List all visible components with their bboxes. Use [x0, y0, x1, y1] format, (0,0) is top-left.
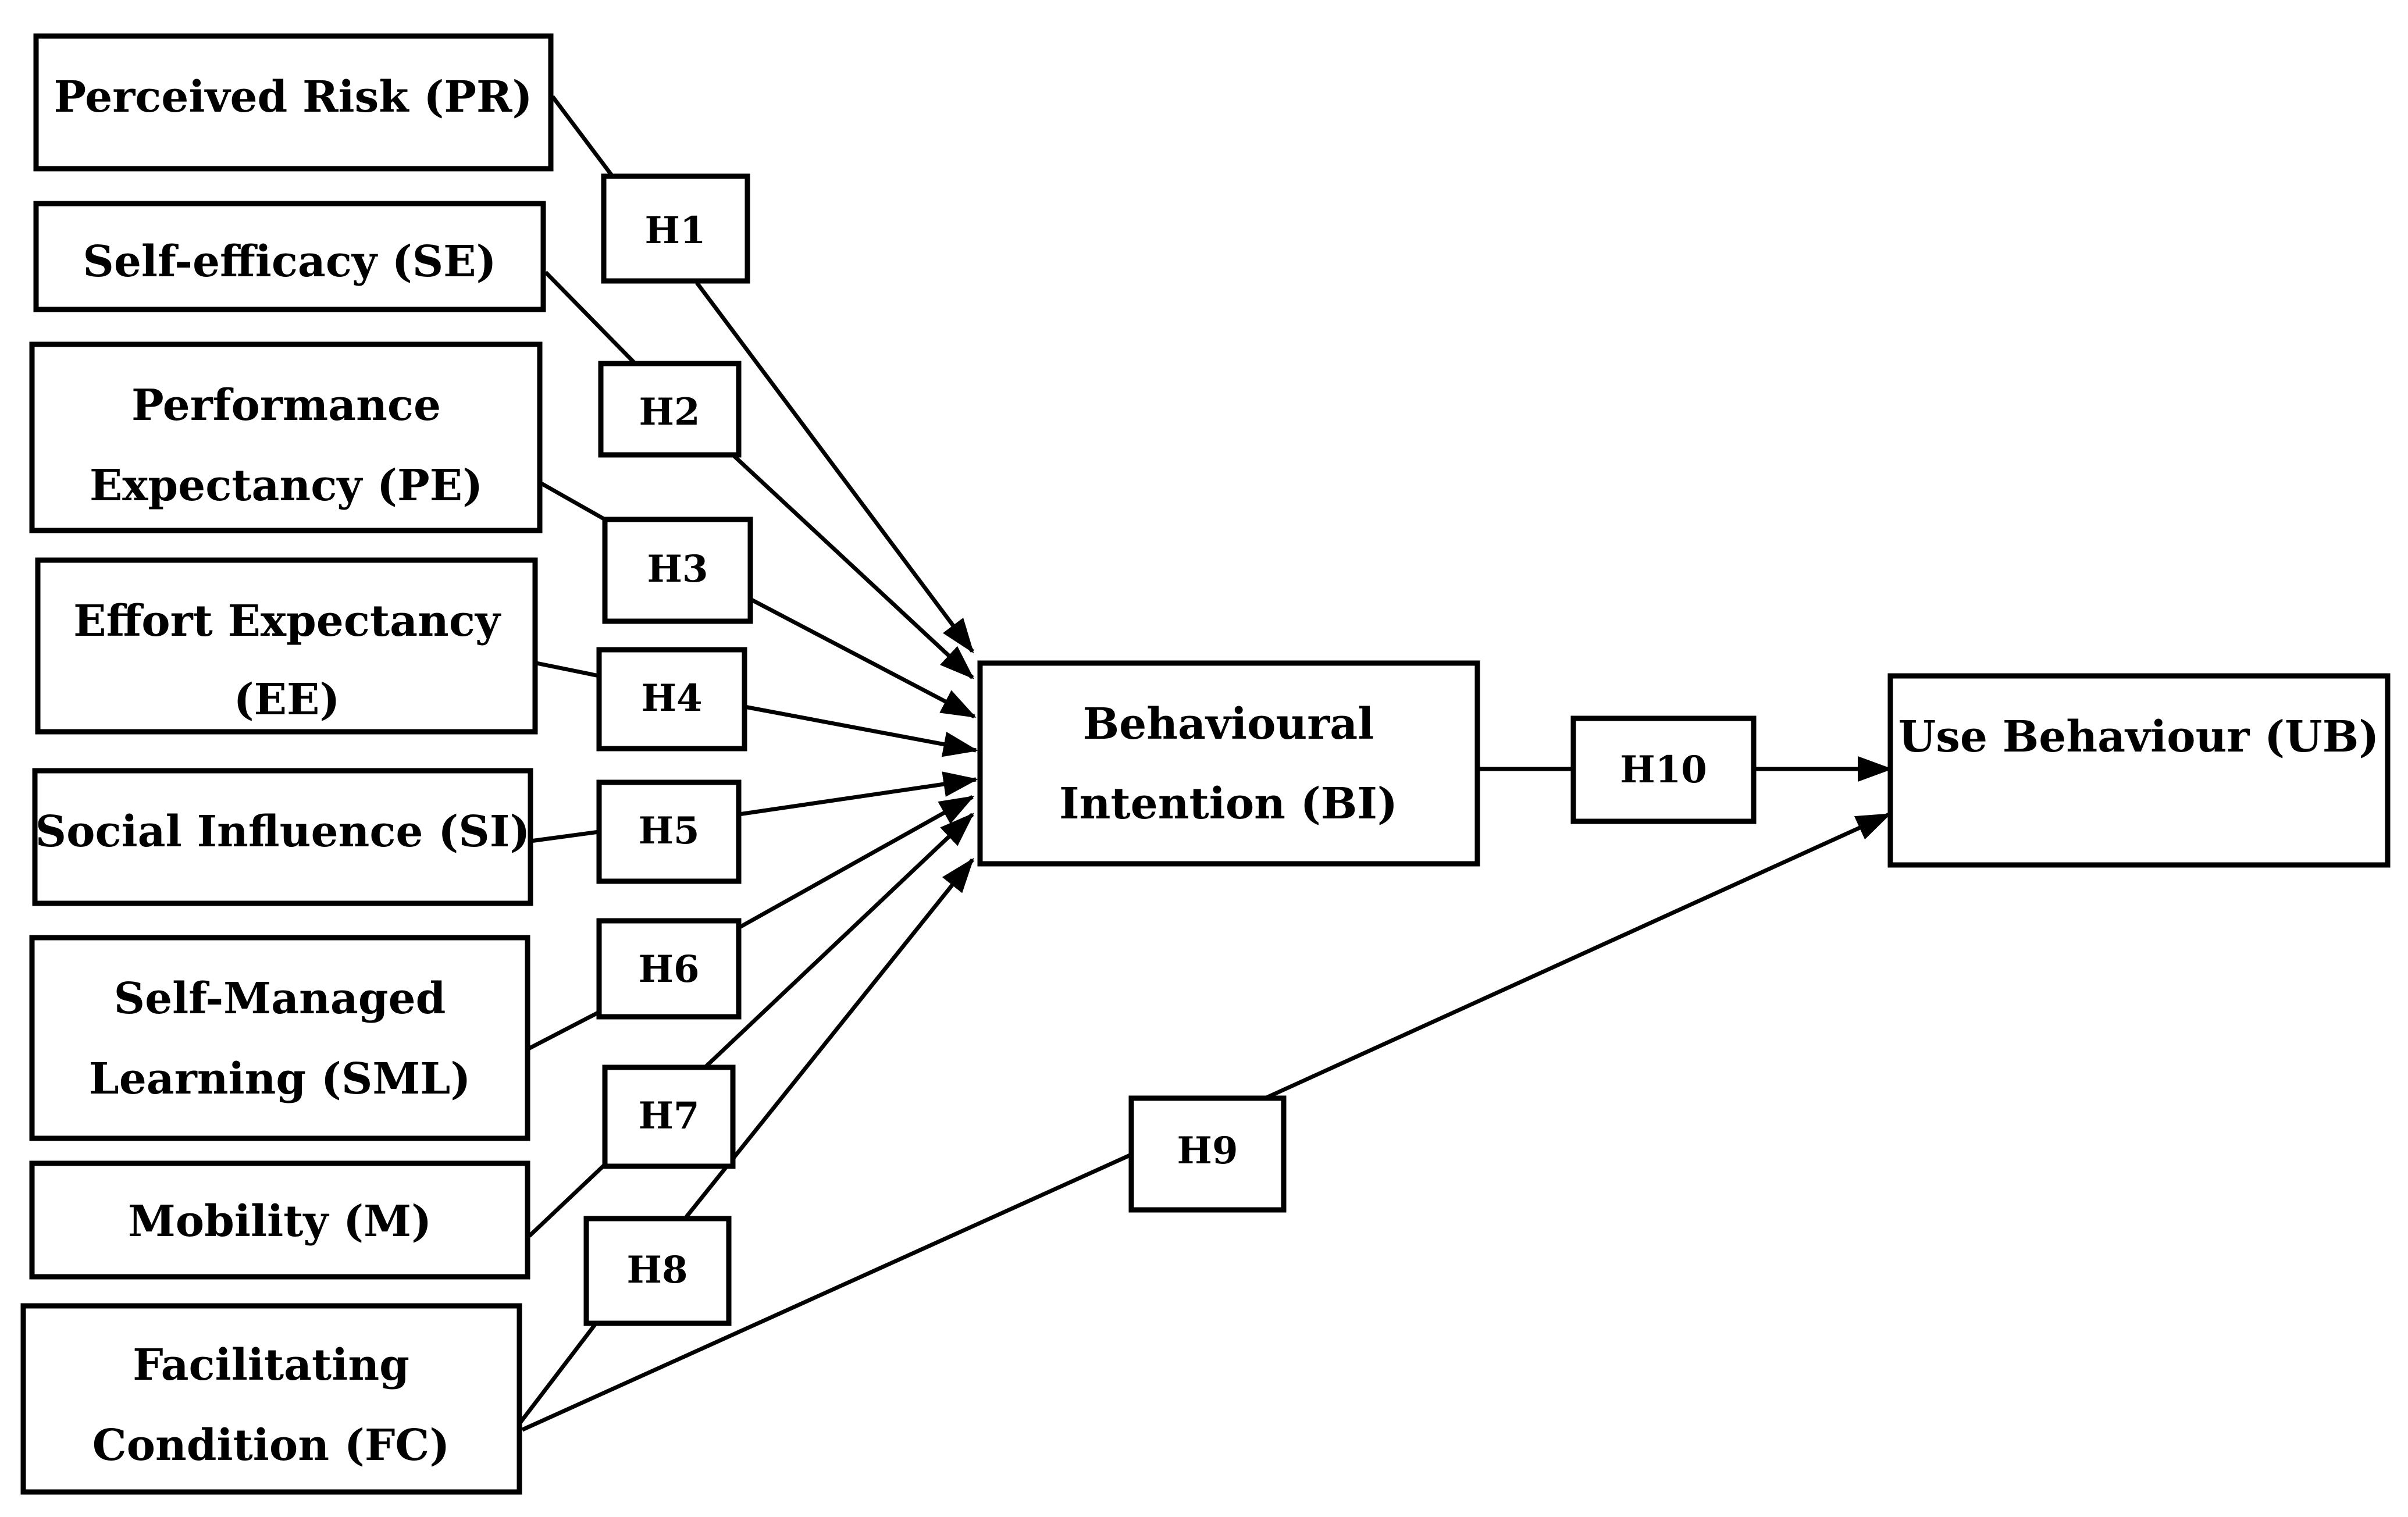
hypothesis-h4: H4 — [596, 647, 747, 752]
hypothesis-label: H2 — [639, 390, 700, 434]
arrow-h6-bi — [738, 795, 975, 930]
connector-lines — [519, 95, 1893, 1432]
construct-effort-expectancy: Effort Expectancy (EE) — [35, 557, 538, 735]
hypothesis-label: H4 — [642, 676, 703, 720]
construct-label: Use Behaviour (UB) — [1898, 712, 2379, 762]
construct-label: Performance — [131, 380, 441, 430]
connector-fc-h8 — [519, 1317, 601, 1424]
arrow-h9-ub — [1264, 812, 1892, 1101]
arrow-h7-bi — [703, 813, 974, 1069]
connector-pr-h1 — [551, 95, 614, 178]
construct-label: Self-efficacy (SE) — [83, 237, 496, 287]
construct-label: Facilitating — [133, 1340, 409, 1390]
construct-label: Self-Managed — [114, 974, 446, 1024]
construct-self-managed-learning: Self-Managed Learning (SML) — [29, 935, 530, 1141]
construct-label: Condition (FC) — [92, 1420, 450, 1470]
hypothesis-label: H7 — [639, 1094, 700, 1138]
construct-label: Social Influence (SI) — [35, 807, 530, 857]
construct-label: (EE) — [234, 675, 340, 725]
hypothesis-label: H8 — [627, 1248, 688, 1292]
connector-se-h2 — [544, 270, 637, 365]
arrow-h2-bi — [731, 453, 974, 679]
construct-label: Effort Expectancy — [73, 596, 501, 646]
hypothesis-label: H5 — [639, 809, 700, 853]
hypothesis-h7: H7 — [602, 1064, 736, 1169]
construct-label: Perceived Risk (PR) — [54, 72, 532, 122]
hypothesis-h3: H3 — [602, 517, 753, 624]
construct-label: Intention (BI) — [1059, 779, 1398, 829]
construct-mobility: Mobility (M) — [29, 1160, 530, 1280]
connector-fc-h9 — [521, 1152, 1132, 1432]
construct-label: Expectancy (PE) — [90, 461, 483, 511]
hypothesis-label: H6 — [639, 948, 700, 991]
hypothesis-h6: H6 — [596, 918, 742, 1020]
hypothesis-h1: H1 — [601, 173, 750, 284]
hypothesis-label: H3 — [647, 547, 708, 591]
connector-ee-h4 — [536, 661, 600, 678]
hypothesis-h9: H9 — [1128, 1095, 1287, 1213]
arrow-h3-bi — [749, 597, 977, 719]
construct-self-efficacy: Self-efficacy (SE) — [33, 201, 546, 312]
connector-sml-h6 — [519, 1010, 600, 1055]
arrow-h1-bi — [695, 281, 974, 654]
construct-social-influence: Social Influence (SI) — [32, 768, 533, 906]
hypothesis-label: H9 — [1177, 1129, 1238, 1173]
construct-facilitating-condition: Facilitating Condition (FC) — [20, 1303, 522, 1495]
hypothesis-h10: H10 — [1570, 715, 1757, 824]
hypothesis-h5: H5 — [596, 779, 742, 884]
construct-label: Mobility (M) — [128, 1196, 432, 1247]
construct-use-behaviour: Use Behaviour (UB) — [1887, 673, 2391, 868]
construct-perceived-risk: Perceived Risk (PR) — [33, 33, 554, 172]
construct-label: Behavioural — [1083, 699, 1374, 749]
connector-pe-h3 — [534, 478, 606, 522]
construct-behavioural-intention: Behavioural Intention (BI) — [977, 660, 1480, 867]
connector-m-h7 — [528, 1163, 607, 1238]
construct-performance-expectancy: Performance Expectancy (PE) — [29, 341, 543, 533]
hypothesis-label: H1 — [645, 209, 706, 252]
construct-label: Learning (SML) — [89, 1054, 471, 1104]
arrow-h5-bi — [738, 771, 978, 817]
hypothesis-h2: H2 — [598, 361, 742, 458]
connector-si-h5 — [530, 829, 600, 843]
arrow-h4-bi — [744, 704, 978, 757]
hypothesis-h8: H8 — [583, 1216, 732, 1326]
hypothesis-label: H10 — [1620, 748, 1707, 792]
